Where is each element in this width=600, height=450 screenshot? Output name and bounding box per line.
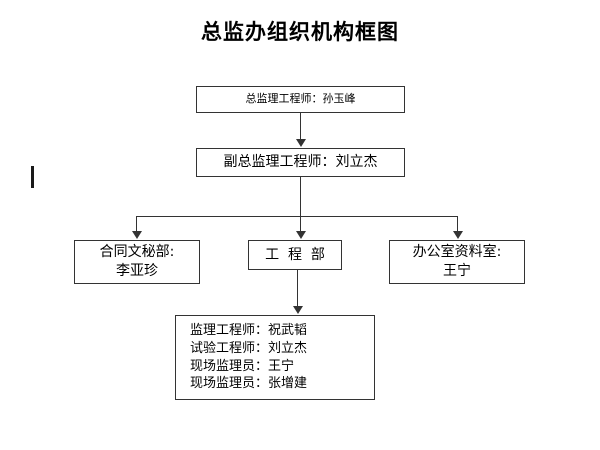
node-staff-line-3: 现场监理员：王宁 [190, 358, 295, 374]
node-director[interactable]: 总监理工程师：孙玉峰 [196, 86, 405, 113]
arrowhead-director-to-deputy-icon [296, 139, 306, 147]
node-deputy[interactable]: 副总监理工程师：刘立杰 [196, 148, 405, 177]
node-site-staff-list[interactable]: 监理工程师：祝武韬 试验工程师：刘立杰 现场监理员：王宁 现场监理员：张增建 [175, 315, 375, 400]
node-office-line-1: 办公室资料室: [412, 244, 502, 261]
node-contract-line-2: 李亚珍 [116, 263, 158, 279]
node-director-line-1: 总监理工程师：孙玉峰 [245, 92, 356, 106]
arrowhead-bus-to-office-icon [453, 231, 463, 239]
text-caret-artifact [31, 166, 34, 188]
node-staff-line-4: 现场监理员：张增建 [190, 376, 308, 392]
arrowhead-bus-to-engineering-icon [296, 231, 306, 239]
arrowhead-bus-to-contract-icon [132, 231, 142, 239]
node-engineering-line-1: 工 程 部 [265, 246, 325, 263]
node-staff-line-2: 试验工程师：刘立杰 [190, 340, 308, 356]
connector-bus-to-office [457, 216, 458, 232]
node-contract-line-1: 合同文秘部: [99, 244, 175, 261]
node-deputy-line-1: 副总监理工程师：刘立杰 [223, 154, 378, 171]
connector-director-to-deputy [300, 113, 301, 140]
page-title: 总监办组织机构框图 [201, 19, 399, 44]
node-contract-secretarial-dept[interactable]: 合同文秘部: 李亚珍 [74, 240, 200, 284]
node-office-archives-dept[interactable]: 办公室资料室: 王宁 [389, 240, 525, 284]
arrowhead-engineering-to-staff-icon [293, 306, 303, 314]
node-engineering-dept[interactable]: 工 程 部 [248, 240, 342, 270]
connector-bus-to-engineering [300, 216, 301, 232]
connector-bus-to-contract [136, 216, 137, 232]
connector-engineering-to-staff [297, 270, 298, 308]
node-office-line-2: 王宁 [443, 263, 471, 279]
node-staff-line-1: 监理工程师：祝武韬 [190, 323, 308, 339]
connector-deputy-stem [300, 177, 301, 216]
connector-distribution-bus [136, 216, 458, 217]
